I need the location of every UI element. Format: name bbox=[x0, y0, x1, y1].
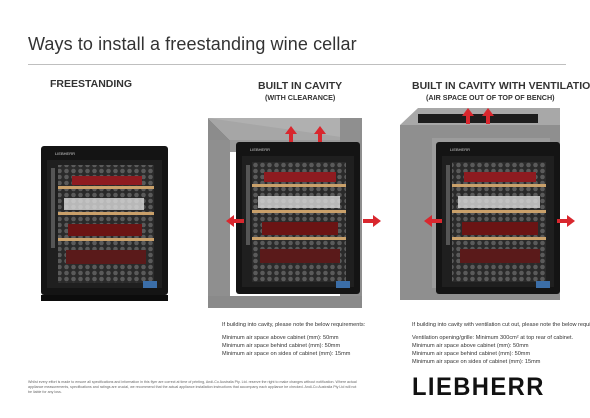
liebherr-logo: LIEBHERR bbox=[412, 373, 545, 401]
arrow-up-icon bbox=[314, 126, 326, 142]
arrow-left-icon bbox=[226, 215, 244, 227]
cabinet-brand-2: LIEBHERR bbox=[250, 147, 270, 152]
wine-cabinet-freestanding: LIEBHERR bbox=[41, 146, 168, 301]
subheading-with-clearance: (WITH CLEARANCE) bbox=[265, 93, 336, 102]
heading-freestanding: FREESTANDING bbox=[50, 78, 133, 90]
cabinet-brand-1: LIEBHERR bbox=[55, 151, 75, 156]
requirement-line: Minimum air space above cabinet (mm): 50… bbox=[412, 343, 529, 349]
requirements-cavity-intro: If building into cavity, please note the… bbox=[222, 322, 366, 328]
airflow-arrows bbox=[226, 108, 575, 227]
title-divider bbox=[28, 64, 566, 65]
arrow-left-icon bbox=[424, 215, 442, 227]
arrow-up-icon bbox=[482, 108, 494, 124]
wine-cabinet-ventilation: LIEBHERR bbox=[436, 142, 560, 294]
arrow-right-icon bbox=[557, 215, 575, 227]
requirement-line: Minimum air space above cabinet (mm): 50… bbox=[222, 335, 339, 341]
requirement-line: Ventilation opening/grille: Minimum 300c… bbox=[412, 335, 574, 341]
arrow-right-icon bbox=[363, 215, 381, 227]
arrow-up-icon bbox=[462, 108, 474, 124]
requirements-ventilation-intro: If building into cavity with ventilation… bbox=[412, 322, 590, 328]
cabinet-brand-3: LIEBHERR bbox=[450, 147, 470, 152]
wine-cabinet-cavity: LIEBHERR bbox=[236, 142, 360, 294]
requirements-ventilation: If building into cavity with ventilation… bbox=[412, 321, 590, 366]
requirement-line: Minimum air space behind cabinet (mm): 5… bbox=[222, 343, 341, 349]
heading-built-in-cavity: BUILT IN CAVITY bbox=[258, 80, 343, 92]
arrow-up-icon bbox=[285, 126, 297, 142]
page-title: Ways to install a freestanding wine cell… bbox=[28, 34, 357, 54]
requirement-line: Minimum air space on sides of cabinet (m… bbox=[222, 351, 351, 357]
heading-built-in-ventilation: BUILT IN CAVITY WITH VENTILATION bbox=[412, 80, 590, 92]
requirements-cavity: If building into cavity, please note the… bbox=[222, 321, 365, 358]
subheading-air-space: (AIR SPACE OUT OF TOP OF BENCH) bbox=[426, 93, 555, 102]
requirement-line: Minimum air space on sides of cabinet (m… bbox=[412, 359, 541, 365]
disclaimer-text: Whilst every effort is made to ensure al… bbox=[28, 380, 357, 394]
requirement-line: Minimum air space behind cabinet (mm): 5… bbox=[412, 351, 531, 357]
